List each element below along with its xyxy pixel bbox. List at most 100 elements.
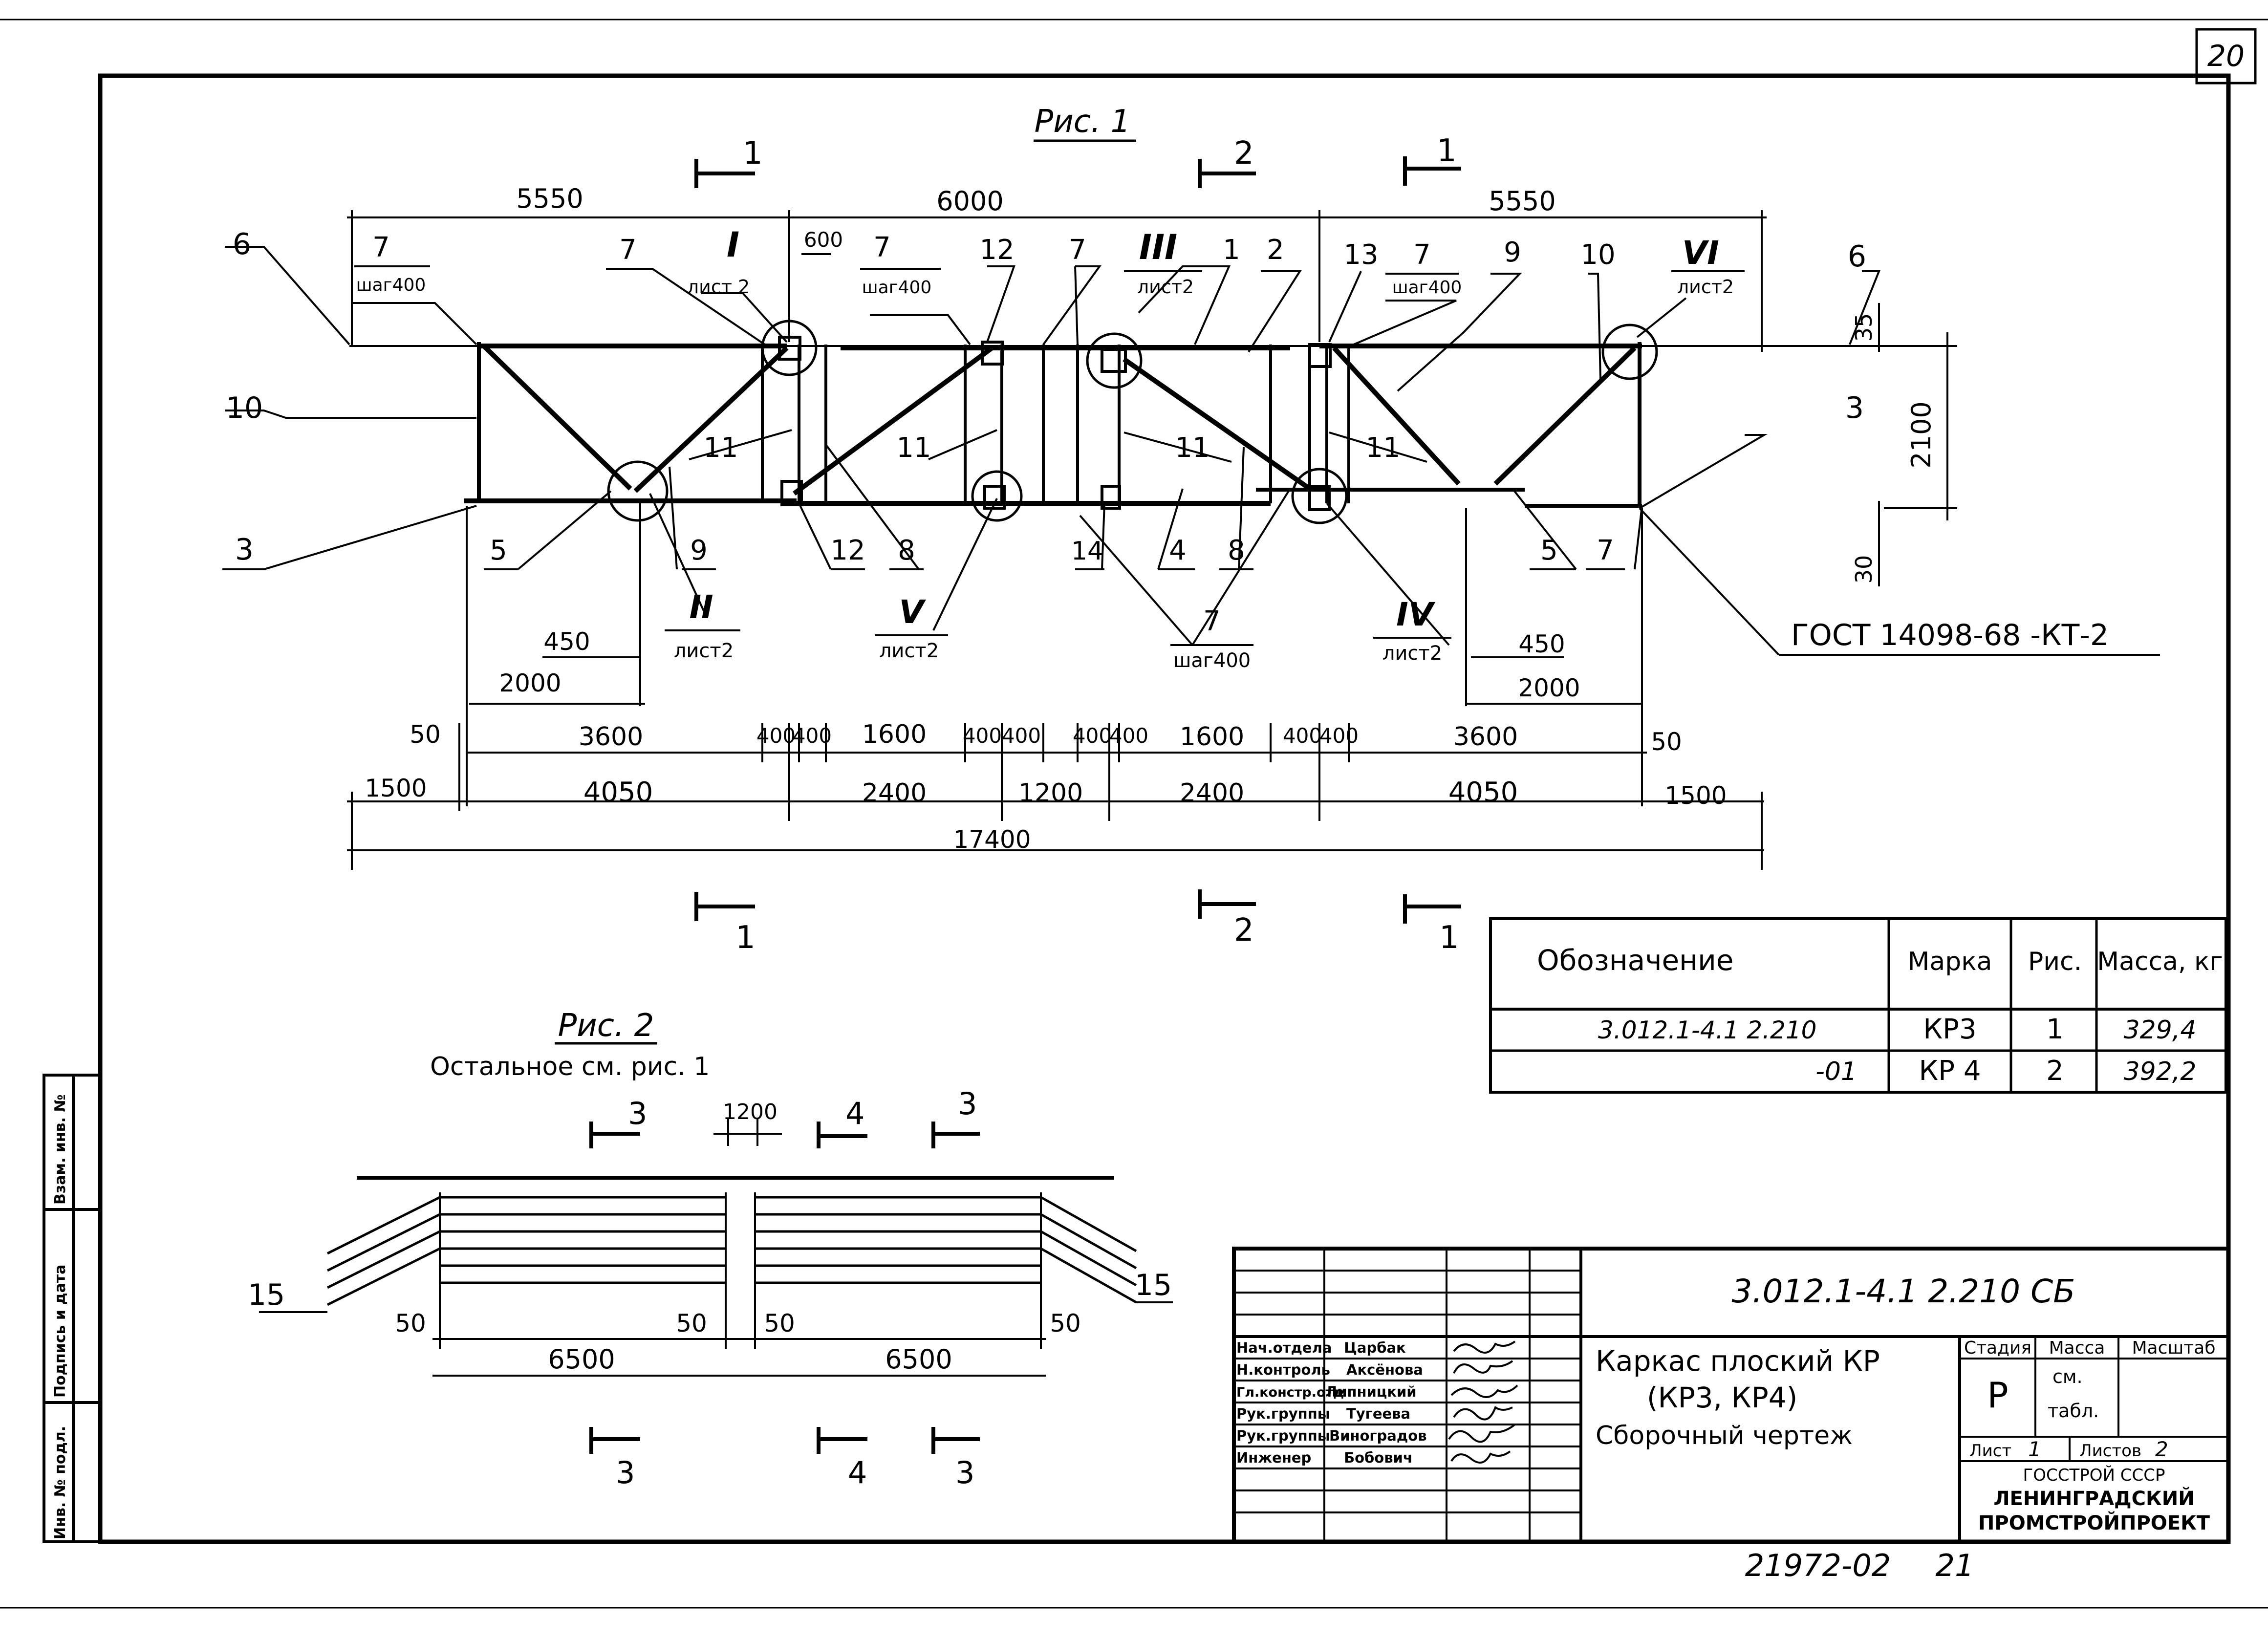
callout-11: 11: [896, 432, 931, 464]
fig2-dim-50: 50: [764, 1309, 795, 1338]
sig-role: Инженер: [1236, 1449, 1311, 1466]
callout-7: 7: [1597, 535, 1614, 566]
callout-sheet: лист2: [674, 640, 734, 662]
callout-step: шаг400: [356, 275, 426, 295]
dim-row1-50: 50: [410, 720, 441, 749]
callout-sheet: лист2: [1677, 276, 1734, 298]
sheet-frame: [0, 19, 2268, 1609]
callout-10: 10: [1580, 239, 1615, 271]
fig1-top-dimension: [347, 210, 1767, 352]
dim-row2-2400: 2400: [1180, 778, 1244, 808]
spec-header-fig: Рис.: [2028, 947, 2082, 976]
section-mark-label: 1: [1439, 920, 1459, 956]
sig-role: Н.контроль: [1236, 1361, 1330, 1378]
dim-row1-400: 400: [793, 724, 832, 748]
fig2-dim-50: 50: [1050, 1309, 1081, 1338]
callout-13: 13: [1343, 239, 1378, 271]
dim-2000-right: 2000: [1518, 674, 1580, 702]
callout-node-IV: IV: [1396, 596, 1436, 633]
signature-scribbles: [1448, 1340, 1518, 1464]
page-number: 20: [2207, 39, 2245, 73]
callout-9: 9: [690, 535, 708, 566]
right-dim-30: 30: [1851, 555, 1877, 584]
fig2-dim-6500: 6500: [885, 1344, 952, 1375]
callout-7: 7: [1203, 605, 1221, 637]
dim-row1-400: 400: [1002, 724, 1041, 748]
spec-header-mark: Марка: [1907, 947, 1992, 976]
top-dim-5550-left: 5550: [516, 183, 583, 214]
fig2-note: Остальное см. рис. 1: [430, 1052, 710, 1081]
sig-name: Аксёнова: [1346, 1361, 1423, 1378]
right-dim-35: 35: [1851, 313, 1877, 342]
side-stamp-inv: Инв. № подл.: [52, 1426, 69, 1539]
org-line: ПРОМСТРОЙПРОЕКТ: [1978, 1511, 2210, 1534]
section-mark-label: 1: [1437, 133, 1457, 169]
side-stamp-signature: Подпись и дата: [52, 1265, 69, 1398]
sig-name: Липницкий: [1325, 1383, 1417, 1400]
fig2-callout-15-left: 15: [248, 1278, 285, 1312]
callout-10-left: 10: [226, 391, 263, 425]
callout-step: шаг400: [862, 278, 932, 298]
dim-row2-2400: 2400: [862, 778, 927, 808]
callout-sheet: лист 2: [687, 276, 750, 298]
mass-note: табл.: [2048, 1400, 2099, 1422]
dim-row1-400: 400: [1073, 724, 1112, 748]
scale-header: Масштаб: [2132, 1338, 2215, 1358]
dim-450-left: 450: [543, 627, 590, 656]
fig1-right-dimension: [1878, 303, 1957, 586]
sig-name: Тугеева: [1346, 1405, 1410, 1422]
title-line: Сборочный чертеж: [1596, 1421, 1853, 1450]
sig-role: Гл.констр.отд: [1236, 1385, 1344, 1400]
sig-role: Рук.группы: [1236, 1405, 1330, 1422]
dim-row1-400: 400: [756, 724, 796, 748]
callout-7: 7: [1413, 239, 1431, 271]
dim-row1-1600: 1600: [1180, 722, 1244, 752]
callout-8: 8: [1228, 535, 1245, 566]
section-mark-label: 2: [1234, 912, 1254, 949]
sheet-label: Лист: [1969, 1441, 2011, 1461]
fig2-section-label: 3: [955, 1455, 974, 1490]
spec-header-mass: Масса, кг: [2097, 947, 2223, 976]
dim-row1-50: 50: [1651, 728, 1682, 756]
spec-row-mark: КР 4: [1919, 1055, 1981, 1087]
callout-6-left: 6: [233, 227, 251, 261]
dim-row1-400: 400: [1319, 724, 1359, 748]
callout-11: 11: [1175, 432, 1210, 464]
dim-2000-left: 2000: [499, 669, 561, 697]
callout-12: 12: [979, 234, 1014, 266]
fig2-section-label: 4: [848, 1455, 867, 1490]
dim-600: 600: [804, 228, 843, 252]
callout-7: 7: [619, 234, 637, 266]
dim-row2-4050: 4050: [583, 777, 653, 808]
callout-5: 5: [490, 535, 507, 566]
callout-sheet: лист2: [879, 640, 939, 662]
callout-node-VI: VI: [1682, 234, 1719, 272]
callout-7: 7: [1069, 234, 1086, 266]
sig-name: Царбак: [1344, 1339, 1406, 1356]
fig1-lower-dimensions: [347, 503, 1764, 870]
dim-row2-1500: 1500: [365, 774, 427, 802]
dim-row1-3600: 3600: [1453, 722, 1518, 752]
callout-3-right: 3: [1845, 391, 1864, 425]
section-mark-label: 1: [735, 920, 756, 956]
callout-4: 4: [1169, 535, 1187, 566]
title-line: (КР3, КР4): [1647, 1381, 1797, 1414]
right-dim-2100: 2100: [1906, 401, 1937, 468]
fig2-section-marks: [589, 1122, 980, 1454]
top-dim-5550-right: 5550: [1489, 186, 1555, 216]
sheet-value: 1: [2028, 1437, 2041, 1461]
fig1-title: Рис. 1: [1035, 104, 1131, 140]
sig-role: Нач.отдела: [1236, 1339, 1332, 1356]
callout-node-II: II: [689, 588, 713, 626]
dim-row1-400: 400: [1109, 724, 1148, 748]
fig2-dim-50: 50: [676, 1309, 707, 1338]
callout-node-V: V: [899, 593, 926, 631]
fig2-frame-lines: [259, 1119, 1173, 1377]
dim-row1-1600: 1600: [862, 720, 927, 749]
spec-row-fig: 2: [2046, 1055, 2064, 1087]
callout-9: 9: [1504, 237, 1521, 268]
callout-6-right: 6: [1848, 239, 1866, 274]
title-block-grid: [1232, 1247, 2230, 1544]
fig1-leaders: [222, 246, 2160, 656]
callout-5: 5: [1540, 535, 1558, 566]
